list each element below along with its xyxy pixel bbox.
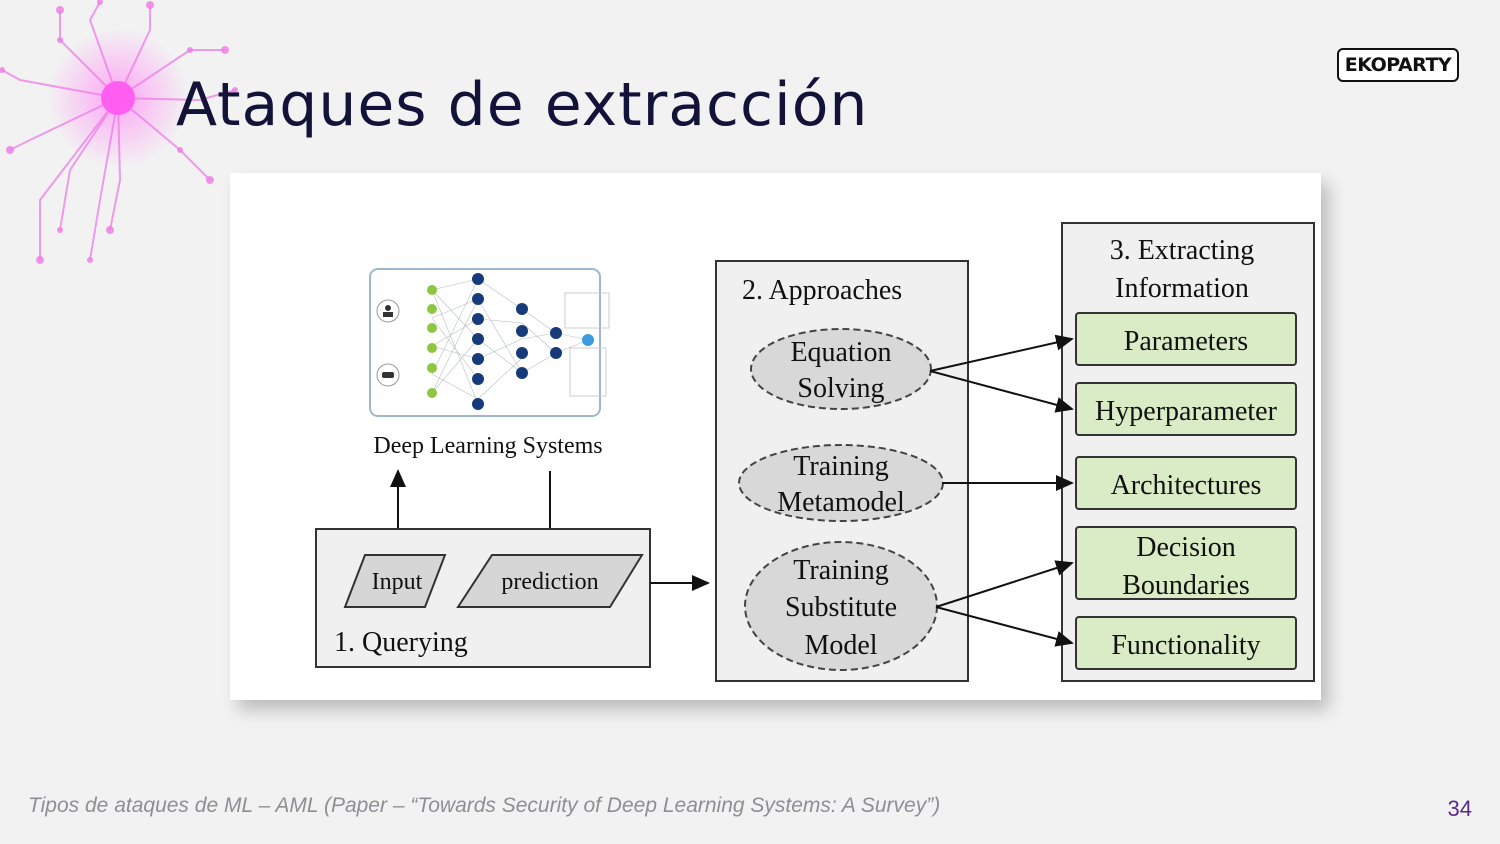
output-parameters [1075,312,1297,366]
neural-network-image [369,268,610,417]
extracting-title: Information [1115,273,1249,304]
output-hyperparameter [1075,382,1297,436]
approach-label: Metamodel [777,487,905,518]
approach-equation-solving [750,328,932,410]
output-label: Boundaries [1122,570,1250,601]
circuit-decoration [0,0,238,264]
dl-systems-label: Deep Learning Systems [373,433,602,459]
output-decision-boundaries [1075,526,1297,600]
arrow-equation-to-parameters [929,334,1074,372]
output-label: Parameters [1124,326,1248,357]
approach-label: Substitute [785,592,897,623]
approaches-title: 2. Approaches [742,275,902,306]
extracting-box [1061,222,1315,682]
page-number: 34 [1447,796,1472,821]
approach-label: Equation [790,337,891,368]
output-label: Decision [1136,532,1236,563]
approach-label: Solving [797,373,884,404]
querying-title: 1. Querying [334,627,468,658]
arrow-equation-to-hyperparameter [929,370,1074,413]
car-icon [376,363,400,387]
person-icon [376,299,400,323]
arrow-substitute-to-functionality [935,606,1074,647]
approach-label: Model [804,630,877,661]
slide-title: Ataques de extracción [176,70,869,140]
ekoparty-logo: EKOPARTY [1337,48,1459,82]
extracting-title: 3. Extracting [1110,235,1255,266]
extraction-diagram: Deep Learning Systems Input prediction 1… [230,173,1321,700]
approach-label: Training [793,555,888,586]
output-label: Hyperparameter [1095,396,1278,427]
output-label: Architectures [1111,470,1262,501]
output-functionality [1075,616,1297,670]
output-label: Functionality [1111,630,1260,661]
output-architectures [1075,456,1297,510]
footer-caption: Tipos de ataques de ML – AML (Paper – “T… [28,794,941,817]
querying-box [315,528,651,668]
arrow-substitute-to-boundaries [935,560,1074,608]
prediction-shape: prediction [501,569,598,595]
input-shape: Input [372,569,423,595]
approach-label: Training [793,451,888,482]
